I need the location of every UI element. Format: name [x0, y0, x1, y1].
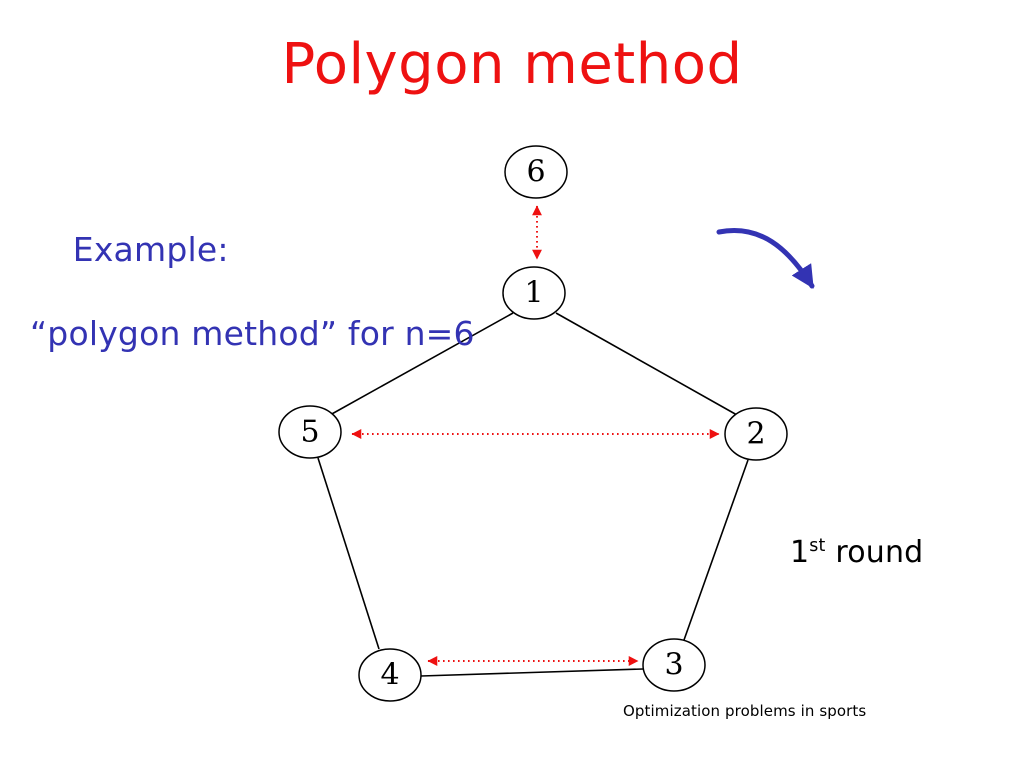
node-circle	[642, 638, 706, 692]
node-label: 2	[746, 417, 765, 452]
nodes: 6 1 2 3 4 5	[278, 145, 788, 702]
node-label: 3	[664, 648, 683, 683]
example-line-2: “polygon method” for n=6	[30, 313, 475, 353]
round-word: round	[825, 535, 924, 570]
blue-curved-arrow-icon	[716, 228, 815, 289]
example-text: Example: “polygon method” for n=6	[30, 192, 475, 432]
node-circle	[278, 405, 342, 459]
edge-2-3	[683, 459, 749, 641]
node-5[interactable]: 5	[278, 405, 342, 459]
node-label: 6	[526, 155, 545, 190]
node-6[interactable]: 6	[504, 145, 568, 199]
example-line-1: Example:	[72, 229, 229, 269]
node-3[interactable]: 3	[642, 638, 706, 692]
footer-note: Optimization problems in sports	[623, 702, 867, 720]
pairing-arrows	[351, 205, 720, 666]
node-circle	[504, 145, 568, 199]
node-circle	[358, 648, 422, 702]
node-label: 5	[300, 415, 319, 450]
round-ordinal-suffix: st	[809, 536, 826, 556]
round-number: 1	[790, 535, 810, 570]
edge-4-3	[420, 668, 644, 677]
node-1[interactable]: 1	[502, 266, 566, 320]
node-label: 4	[380, 658, 399, 693]
edge-1-5	[329, 312, 514, 416]
node-circle	[724, 407, 788, 461]
round-label: 1st round	[790, 535, 923, 570]
node-4[interactable]: 4	[358, 648, 422, 702]
edge-1-2	[555, 312, 738, 416]
node-circle	[502, 266, 566, 320]
edge-5-4	[317, 457, 380, 650]
node-2[interactable]: 2	[724, 407, 788, 461]
page-title: Polygon method	[281, 32, 743, 97]
node-label: 1	[524, 276, 543, 311]
polygon-edges	[317, 312, 749, 677]
